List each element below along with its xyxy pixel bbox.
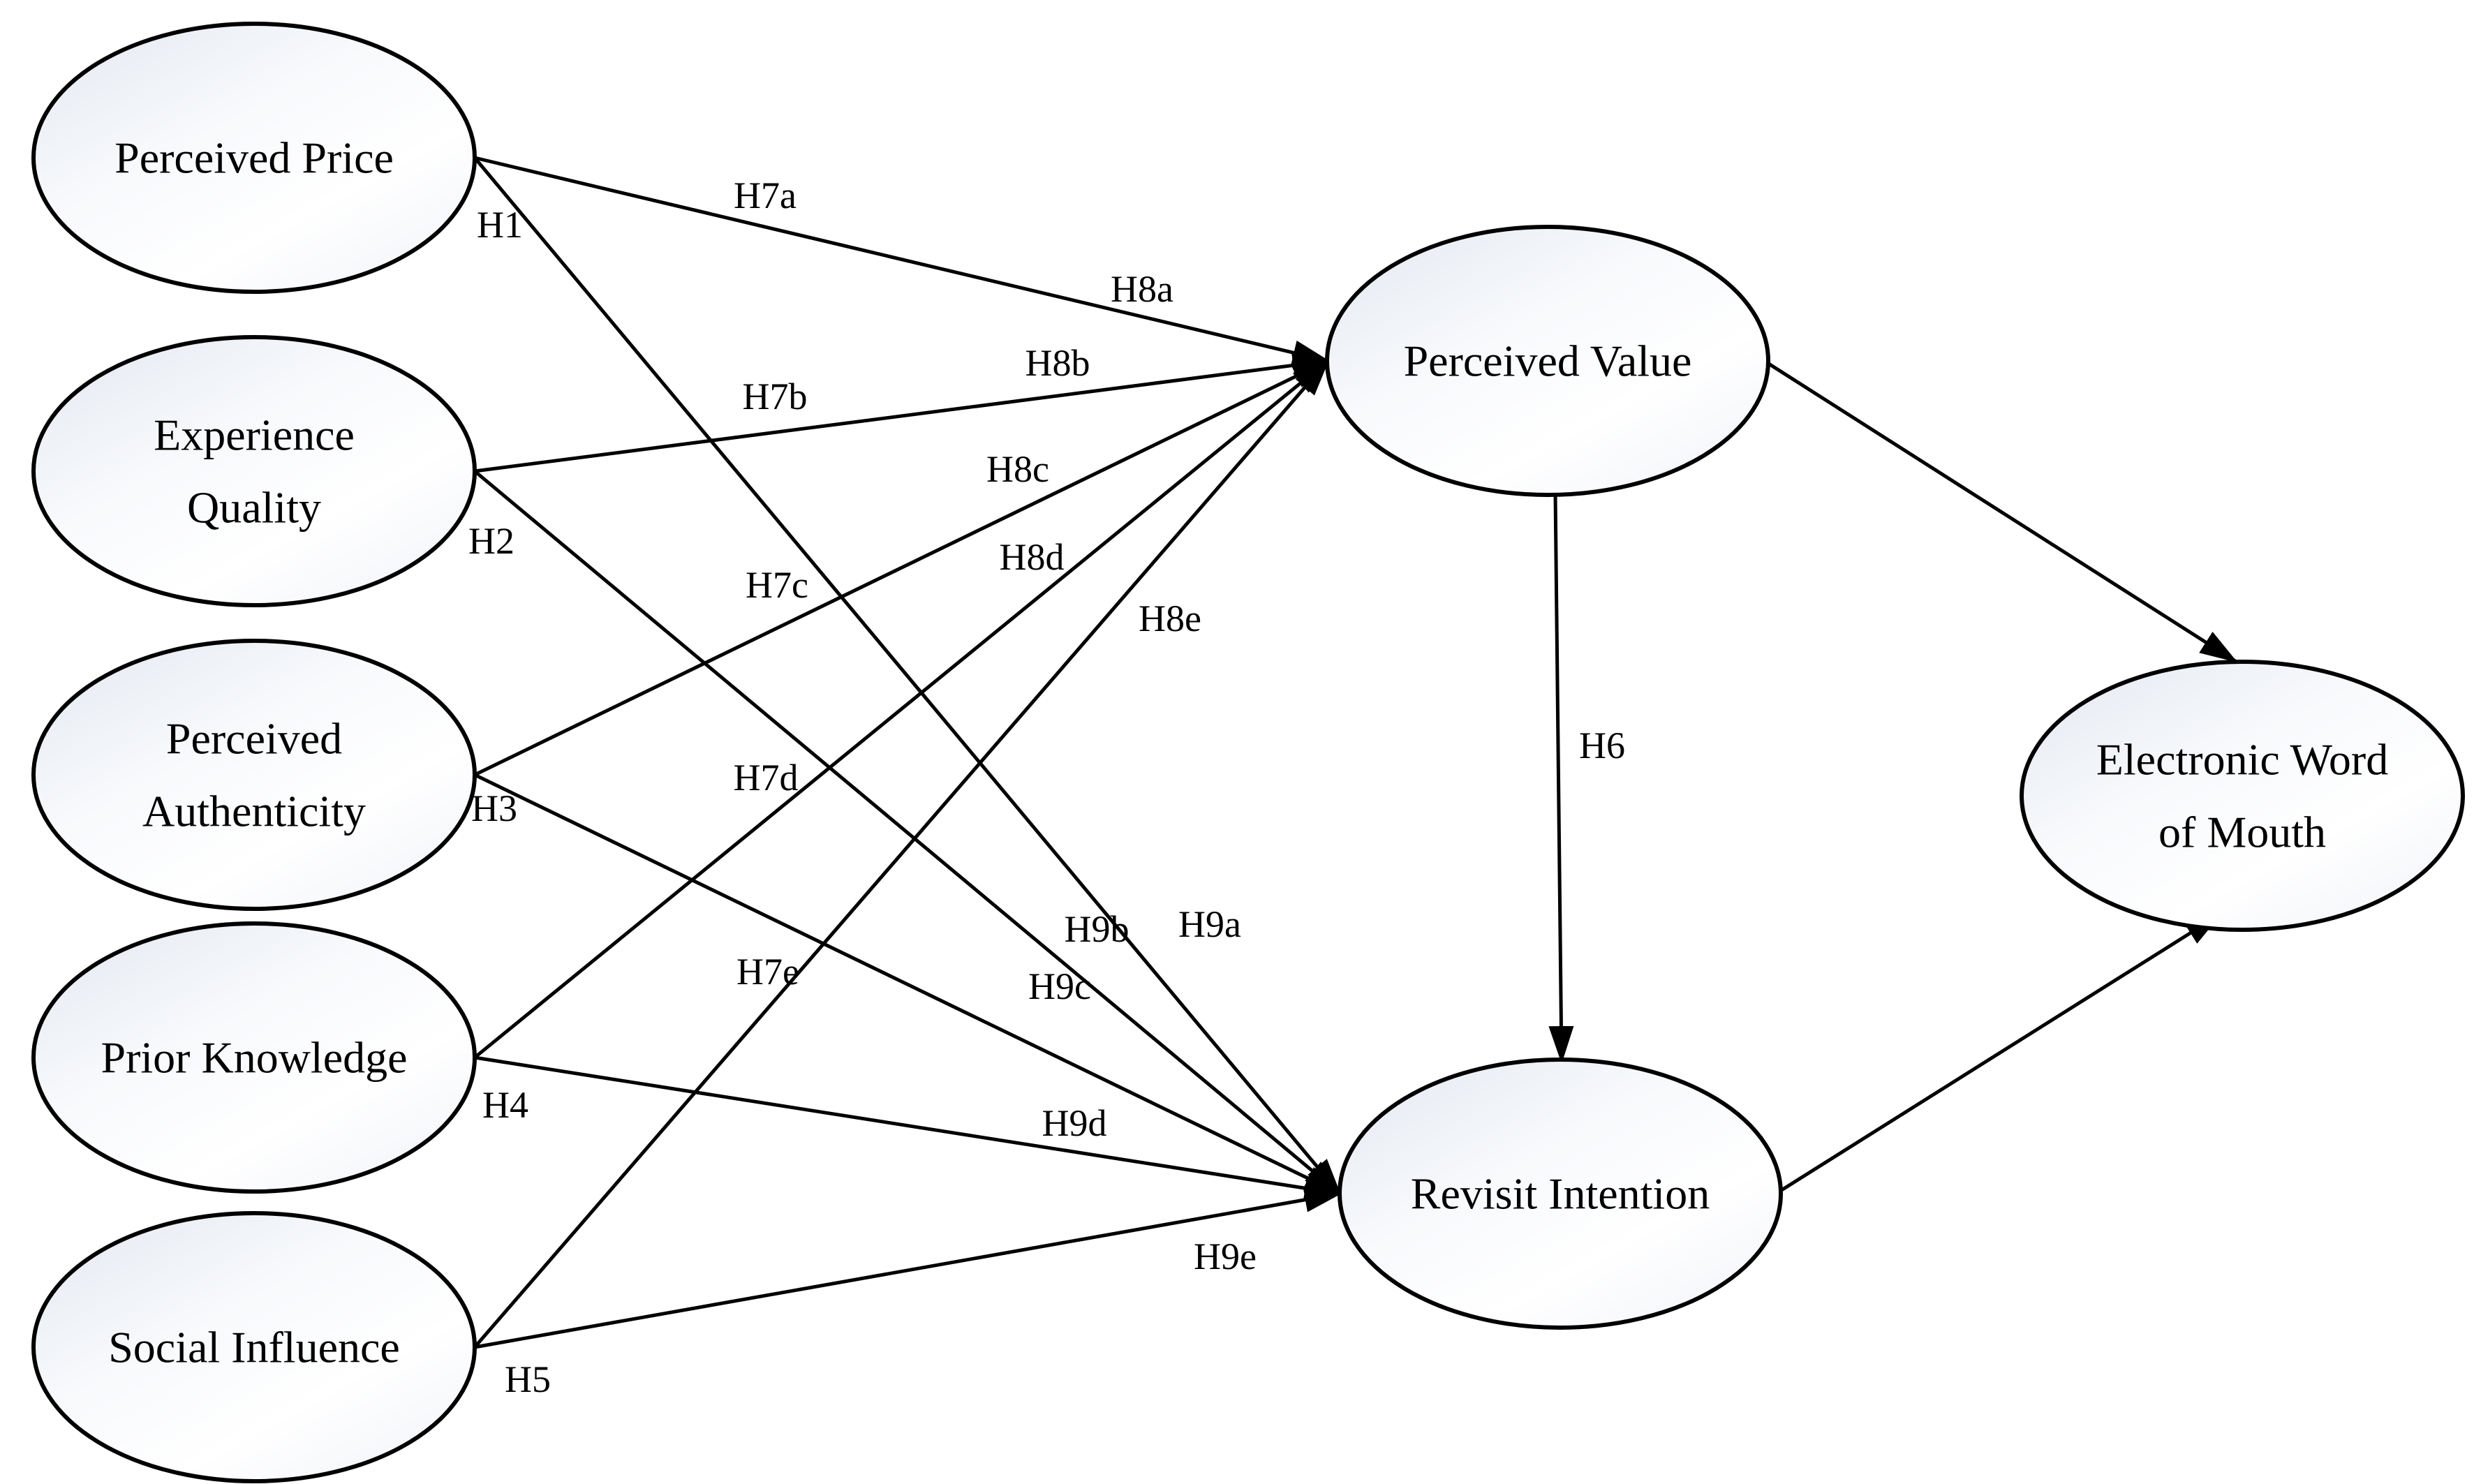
edges (473, 156, 2238, 1349)
node-social-influence-ellipse (31, 1211, 477, 1483)
node-perceived-value: Perceived Value (1325, 225, 1770, 497)
label-h7e: H7e (736, 951, 799, 993)
node-ewom-label-line1: Electronic Word (2096, 735, 2388, 785)
node-experience-quality-label-line2: Quality (187, 483, 321, 533)
node-revisit-intention-label: Revisit Intention (1411, 1169, 1710, 1219)
label-h7b: H7b (743, 376, 808, 417)
edge-perceived-value-to-revisit-intention (1548, 494, 1574, 1064)
label-h8a: H8a (1111, 268, 1173, 310)
label-h1: H1 (477, 204, 523, 246)
label-h9b: H9b (1065, 908, 1129, 950)
edge-experience-quality-to-revisit-intention (473, 470, 1342, 1196)
node-prior-knowledge-label: Prior Knowledge (101, 1033, 407, 1083)
node-perceived-price: Perceived Price (31, 22, 477, 294)
edge-prior-knowledge-to-perceived-value (473, 359, 1331, 1059)
node-electronic-word-of-mouth: Electronic Word of Mouth (2020, 660, 2465, 932)
node-experience-quality: Experience Quality (31, 335, 477, 607)
label-h8e: H8e (1139, 598, 1201, 639)
node-perceived-value-label: Perceived Value (1404, 336, 1692, 386)
label-h9a: H9a (1178, 903, 1241, 945)
edge-perceived-authenticity-to-revisit-intention (473, 773, 1342, 1196)
label-h9e: H9e (1194, 1236, 1257, 1277)
edge-perceived-price-to-perceived-value (474, 156, 1331, 365)
edge-social-influence-to-revisit-intention (474, 1187, 1342, 1349)
label-h3: H3 (471, 787, 517, 829)
node-experience-quality-ellipse (31, 335, 477, 607)
label-h8d: H8d (1000, 536, 1065, 578)
node-ewom-ellipse (2020, 660, 2465, 932)
node-perceived-authenticity: Perceived Authenticity (31, 639, 477, 911)
label-h9c: H9c (1028, 965, 1091, 1007)
label-h7a: H7a (734, 175, 797, 216)
label-h7c: H7c (746, 564, 808, 606)
edge-perceived-price-to-revisit-intention (473, 156, 1342, 1196)
node-perceived-price-label: Perceived Price (114, 133, 394, 183)
label-h7d: H7d (734, 757, 799, 799)
node-perceived-price-ellipse (31, 22, 477, 294)
nodes: Perceived Price Experience Quality Perce… (31, 22, 2465, 1483)
node-revisit-intention-ellipse (1338, 1058, 1783, 1330)
edge-revisit-intention-to-ewom (1780, 912, 2223, 1192)
node-experience-quality-label-line1: Experience (154, 410, 355, 460)
label-h8b: H8b (1025, 342, 1090, 384)
node-prior-knowledge-ellipse (31, 921, 477, 1194)
node-ewom-label-line2: of Mouth (2158, 808, 2326, 857)
node-perceived-value-ellipse (1325, 225, 1770, 497)
label-h2: H2 (468, 520, 514, 562)
node-social-influence: Social Influence (31, 1211, 477, 1483)
node-social-influence-label: Social Influence (108, 1323, 400, 1372)
edge-experience-quality-to-perceived-value (474, 353, 1331, 473)
label-h9d: H9d (1042, 1102, 1107, 1144)
node-prior-knowledge: Prior Knowledge (31, 921, 477, 1194)
node-perceived-authenticity-label-line2: Authenticity (142, 787, 366, 836)
label-h6: H6 (1579, 725, 1625, 766)
node-revisit-intention: Revisit Intention (1338, 1058, 1783, 1330)
label-h8c: H8c (986, 448, 1049, 490)
hypothesis-labels: H1 H2 H3 H4 H5 H6 H7a H7b H7c H7d H7e H8… (468, 175, 1625, 1400)
edge-social-influence-to-perceived-value (473, 358, 1330, 1349)
edge-perceived-value-to-ewom (1766, 361, 2238, 663)
node-perceived-authenticity-ellipse (31, 639, 477, 911)
edge-perceived-authenticity-to-perceived-value (473, 359, 1331, 777)
label-h5: H5 (505, 1358, 551, 1400)
edge-prior-knowledge-to-revisit-intention (474, 1055, 1342, 1201)
label-h4: H4 (482, 1084, 528, 1126)
node-perceived-authenticity-label-line1: Perceived (166, 714, 342, 764)
